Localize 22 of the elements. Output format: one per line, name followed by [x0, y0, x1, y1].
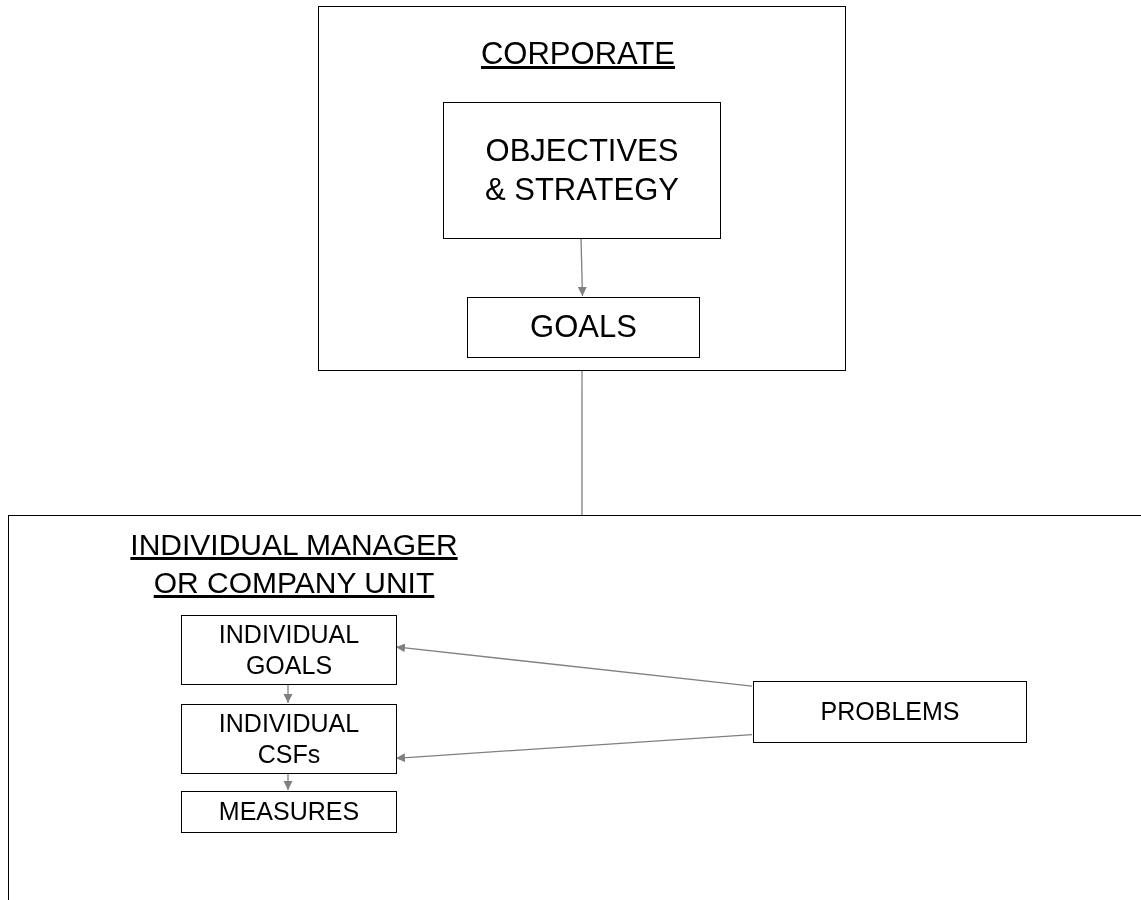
process-box — [181, 791, 397, 833]
process-box — [443, 102, 721, 239]
group-box — [318, 6, 846, 371]
process-box — [181, 704, 397, 774]
box-label: GOALS — [530, 308, 637, 347]
group-box — [8, 515, 1141, 900]
process-box — [467, 297, 700, 358]
arrow — [577, 237, 587, 297]
connector-line — [581, 370, 583, 516]
process-box — [181, 615, 397, 685]
box-label: INDIVIDUAL CSFs — [217, 707, 361, 770]
box-label: MEASURES — [218, 796, 360, 828]
process-box — [753, 681, 1027, 743]
group-title: INDIVIDUAL MANAGER OR COMPANY UNIT — [129, 527, 459, 602]
box-label: OBJECTIVES & STRATEGY — [483, 131, 681, 209]
arrow — [283, 772, 293, 791]
arrow — [283, 683, 293, 704]
arrow — [395, 643, 753, 687]
arrow — [395, 733, 753, 763]
group-title: CORPORATE — [479, 35, 677, 73]
box-label: INDIVIDUAL GOALS — [217, 618, 361, 681]
box-label: PROBLEMS — [820, 696, 960, 728]
